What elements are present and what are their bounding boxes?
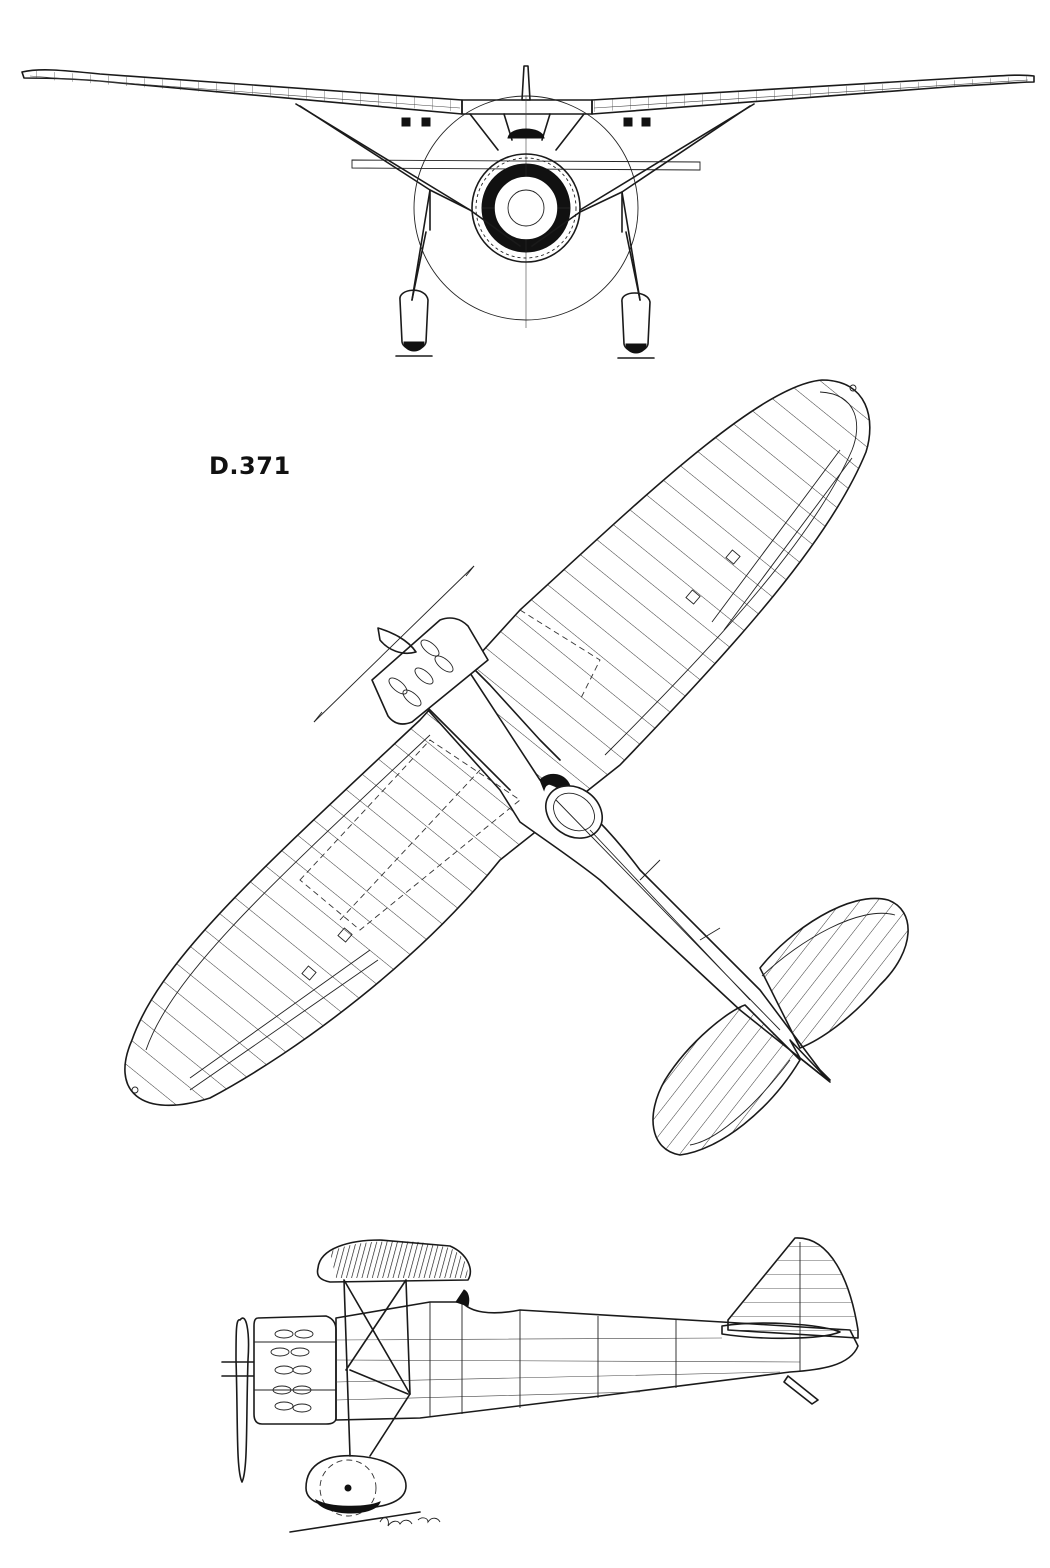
side-view-propeller xyxy=(235,1317,250,1483)
top-view xyxy=(124,379,909,1156)
front-view-right-wheel xyxy=(617,292,655,359)
top-view-engine-cowling xyxy=(371,617,489,725)
side-view-wing xyxy=(316,1239,472,1283)
front-view-left-wheel xyxy=(395,289,433,357)
side-view-fuselage xyxy=(335,1301,859,1421)
side-view-engine-cowling xyxy=(253,1315,337,1425)
aircraft-designation: D.371 xyxy=(209,452,291,480)
side-view-wheel xyxy=(289,1454,421,1533)
top-view-cockpit xyxy=(539,773,603,839)
side-view xyxy=(221,1237,859,1533)
artist-signature xyxy=(379,1517,441,1527)
front-view xyxy=(21,65,1035,359)
